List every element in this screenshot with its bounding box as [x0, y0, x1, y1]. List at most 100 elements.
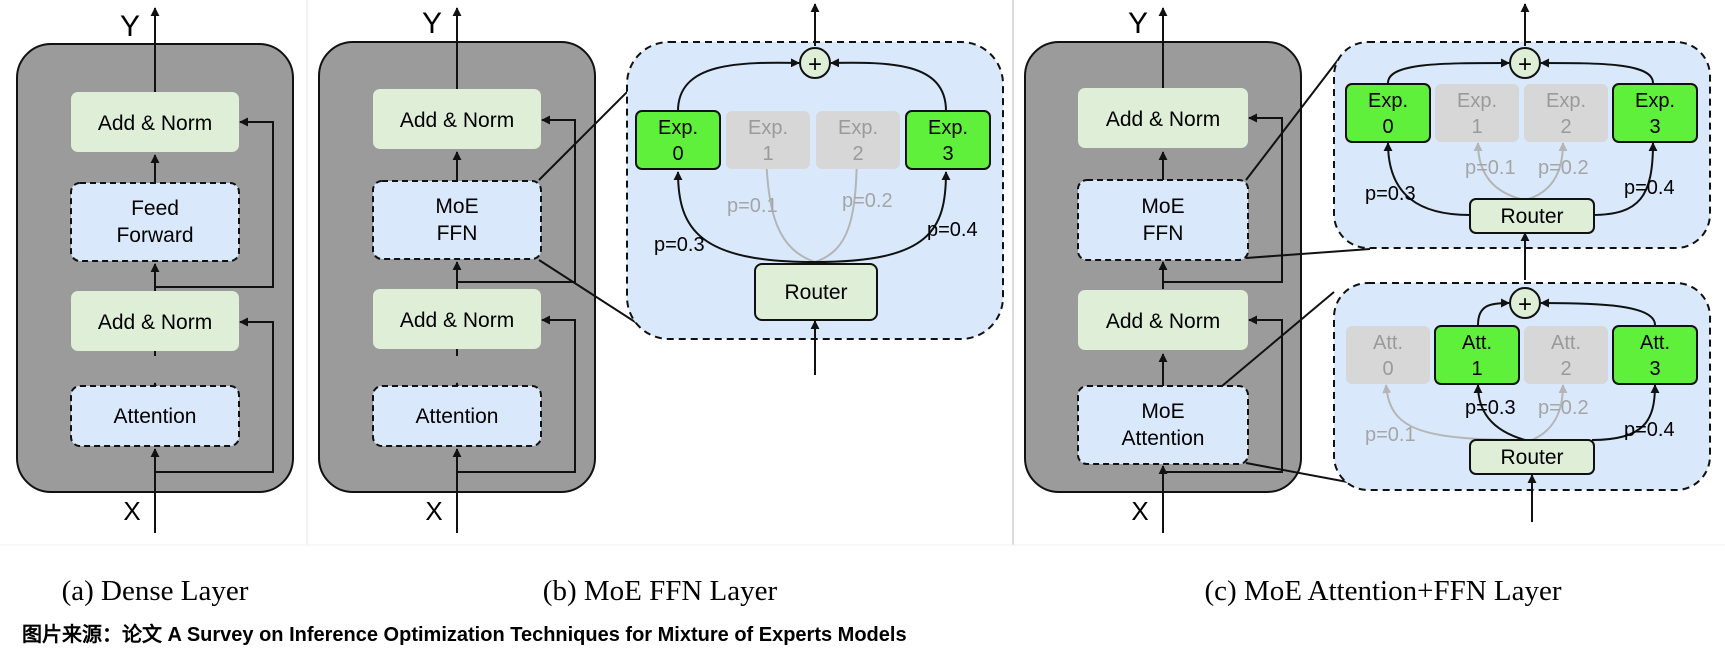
ffn-expert-0-label: Exp.: [1368, 90, 1408, 112]
sum-node: [799, 47, 831, 79]
expert-3-box: [905, 110, 991, 170]
prob-expert-0: p=0.3: [654, 234, 705, 256]
expert-0-box: [635, 110, 721, 170]
attn-expert-1-box: [1434, 325, 1520, 385]
ffn-router-label: Router: [1500, 205, 1563, 228]
output-y-label: Y: [422, 7, 442, 40]
moe-attention-label-1: MoE: [1141, 400, 1184, 423]
attn-expert-1-index: 1: [1471, 358, 1482, 380]
attn-expert-0-index: 0: [1382, 358, 1393, 380]
ffn-expert-3-box: [1612, 83, 1698, 143]
moe-ffn-label-1: MoE: [435, 195, 478, 218]
add-norm-bottom-box: [1078, 290, 1248, 350]
attn-expert-0-box: [1346, 326, 1430, 384]
zoom-line-attn-top: [1221, 291, 1335, 387]
expert-2-label: Exp.: [838, 117, 878, 139]
ffn-expert-2-index: 2: [1560, 116, 1571, 138]
add-norm-bottom-box: [373, 289, 541, 349]
expert-3-label: Exp.: [928, 117, 968, 139]
attn-prob-expert-1: p=0.3: [1465, 397, 1516, 419]
expert-1-label: Exp.: [748, 117, 788, 139]
zoom-line-ffn-bottom: [1245, 248, 1371, 259]
panel-moe-attention-ffn-layer: Add & Norm MoE FFN Add & Norm MoE Attent…: [1024, 3, 1711, 607]
attn-expert-2-label: Att.: [1551, 332, 1581, 354]
prob-expert-2: p=0.2: [842, 190, 893, 212]
attention-label: Attention: [114, 405, 197, 428]
ffn-expert-2-box: [1524, 84, 1608, 142]
moe-ffn-box: [372, 180, 542, 260]
attn-expert-3-box: [1612, 325, 1698, 385]
expert-1-index: 1: [762, 143, 773, 165]
panel-moe-ffn-layer: Add & Norm MoE FFN Add & Norm Attention …: [318, 3, 1004, 607]
prob-expert-1: p=0.1: [727, 195, 778, 217]
router-box: [754, 263, 878, 321]
expert-2-index: 2: [852, 143, 863, 165]
ffn-expert-0-box: [1345, 83, 1431, 143]
attn-expert-3-index: 3: [1649, 358, 1660, 380]
add-norm-top-label: Add & Norm: [98, 112, 212, 135]
feed-forward-box: [70, 182, 240, 262]
panel-dense-layer: Add & Norm Feed Forward Add & Norm Atten…: [16, 7, 294, 607]
attn-router-box: [1469, 439, 1595, 475]
ffn-expert-1-label: Exp.: [1457, 90, 1497, 112]
attn-expert-2-box: [1524, 326, 1608, 384]
expert-2-box: [816, 111, 900, 169]
input-x-label: X: [123, 496, 140, 526]
ffn-sum-symbol: +: [1518, 51, 1532, 78]
input-x-label: X: [1131, 496, 1148, 526]
expert-0-index: 0: [672, 143, 683, 165]
source-note: 图片来源：论文 A Survey on Inference Optimizati…: [22, 622, 907, 646]
expert-3-index: 3: [942, 143, 953, 165]
attn-sum-symbol: +: [1518, 291, 1532, 318]
attn-expert-3-label: Att.: [1640, 332, 1670, 354]
ffn-expert-1-box: [1435, 84, 1519, 142]
add-norm-top-label: Add & Norm: [1106, 108, 1220, 131]
ffn-prob-expert-0: p=0.3: [1365, 183, 1416, 205]
add-norm-top-box: [71, 92, 239, 152]
feed-forward-label-2: Forward: [116, 224, 193, 247]
attn-expert-0-label: Att.: [1373, 332, 1403, 354]
router-label: Router: [784, 281, 847, 304]
prob-expert-3: p=0.4: [927, 219, 978, 241]
add-norm-top-box: [1078, 88, 1248, 148]
expert-1-box: [726, 111, 810, 169]
add-norm-bottom-label: Add & Norm: [400, 309, 514, 332]
ffn-expert-2-label: Exp.: [1546, 90, 1586, 112]
output-y-label: Y: [120, 10, 140, 43]
attention-box: [372, 385, 542, 447]
add-norm-bottom-label: Add & Norm: [1106, 310, 1220, 333]
input-x-label: X: [425, 496, 442, 526]
attention-label: Attention: [416, 405, 499, 428]
feed-forward-label-1: Feed: [131, 197, 179, 220]
ffn-prob-expert-3: p=0.4: [1624, 177, 1675, 199]
attn-router-label: Router: [1500, 446, 1563, 469]
moe-ffn-label-1: MoE: [1141, 195, 1184, 218]
caption-moe-ffn: (b) MoE FFN Layer: [543, 575, 778, 607]
ffn-router-box: [1469, 198, 1595, 234]
ffn-expert-3-index: 3: [1649, 116, 1660, 138]
moe-attention-box: [1077, 385, 1249, 465]
moe-ffn-label-2: FFN: [437, 222, 478, 245]
attention-box: [70, 385, 240, 447]
ffn-expert-3-label: Exp.: [1635, 90, 1675, 112]
moe-attention-label-2: Attention: [1122, 427, 1205, 450]
zoom-line-ffn-top: [1245, 55, 1342, 181]
moe-ffn-box: [1077, 179, 1249, 261]
attn-prob-expert-2: p=0.2: [1538, 397, 1589, 419]
add-norm-bottom-label: Add & Norm: [98, 311, 212, 334]
add-norm-top-label: Add & Norm: [400, 109, 514, 132]
caption-dense: (a) Dense Layer: [62, 575, 249, 607]
ffn-sum-node: [1509, 47, 1541, 79]
moe-ffn-label-2: FFN: [1143, 222, 1184, 245]
ffn-expert-0-index: 0: [1382, 116, 1393, 138]
ffn-prob-expert-1: p=0.1: [1465, 157, 1516, 179]
caption-moe-attention-ffn: (c) MoE Attention+FFN Layer: [1204, 575, 1561, 607]
add-norm-bottom-box: [71, 291, 239, 351]
attn-prob-expert-3: p=0.4: [1624, 419, 1675, 441]
ffn-prob-expert-2: p=0.2: [1538, 157, 1589, 179]
attn-expert-1-label: Att.: [1462, 332, 1492, 354]
attn-sum-node: [1509, 287, 1541, 319]
expert-0-label: Exp.: [658, 117, 698, 139]
zoom-line-bottom: [538, 259, 647, 330]
